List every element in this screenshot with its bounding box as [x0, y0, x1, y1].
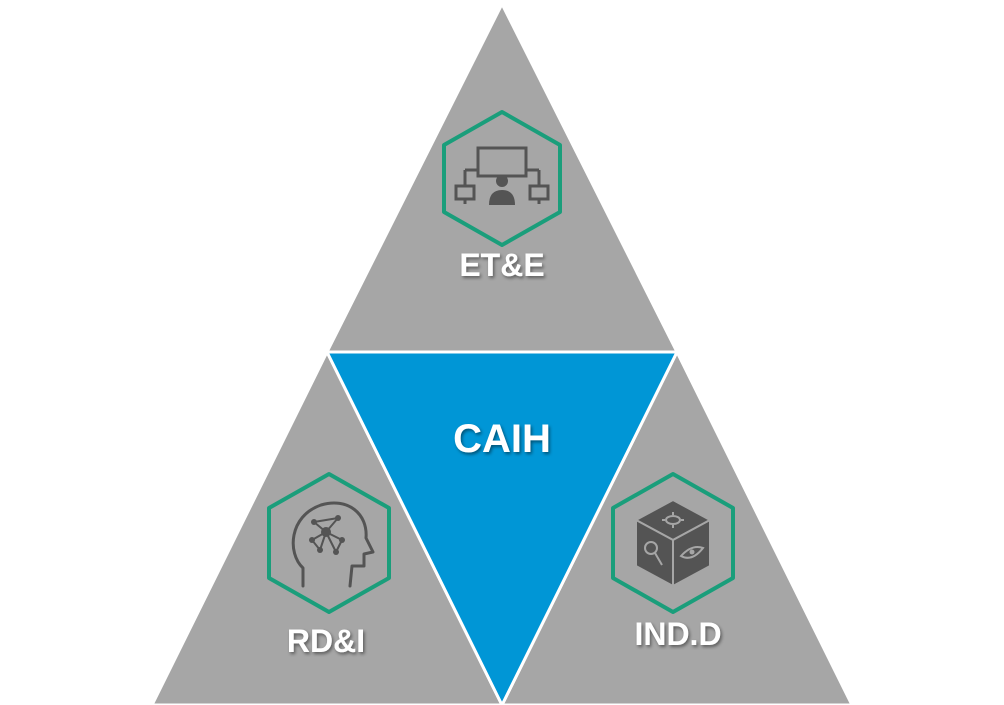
center-label: CAIH [453, 417, 551, 461]
presentation-network-icon [454, 146, 550, 205]
center-segment [324, 350, 680, 705]
top-segment-label: ET&E [459, 247, 544, 283]
left-segment-label: RD&I [287, 623, 365, 659]
brain-network-icon [291, 501, 375, 588]
right-segment-label: IND.D [634, 616, 721, 652]
analysis-cube-icon [633, 498, 713, 588]
left-hexagon [267, 472, 391, 614]
